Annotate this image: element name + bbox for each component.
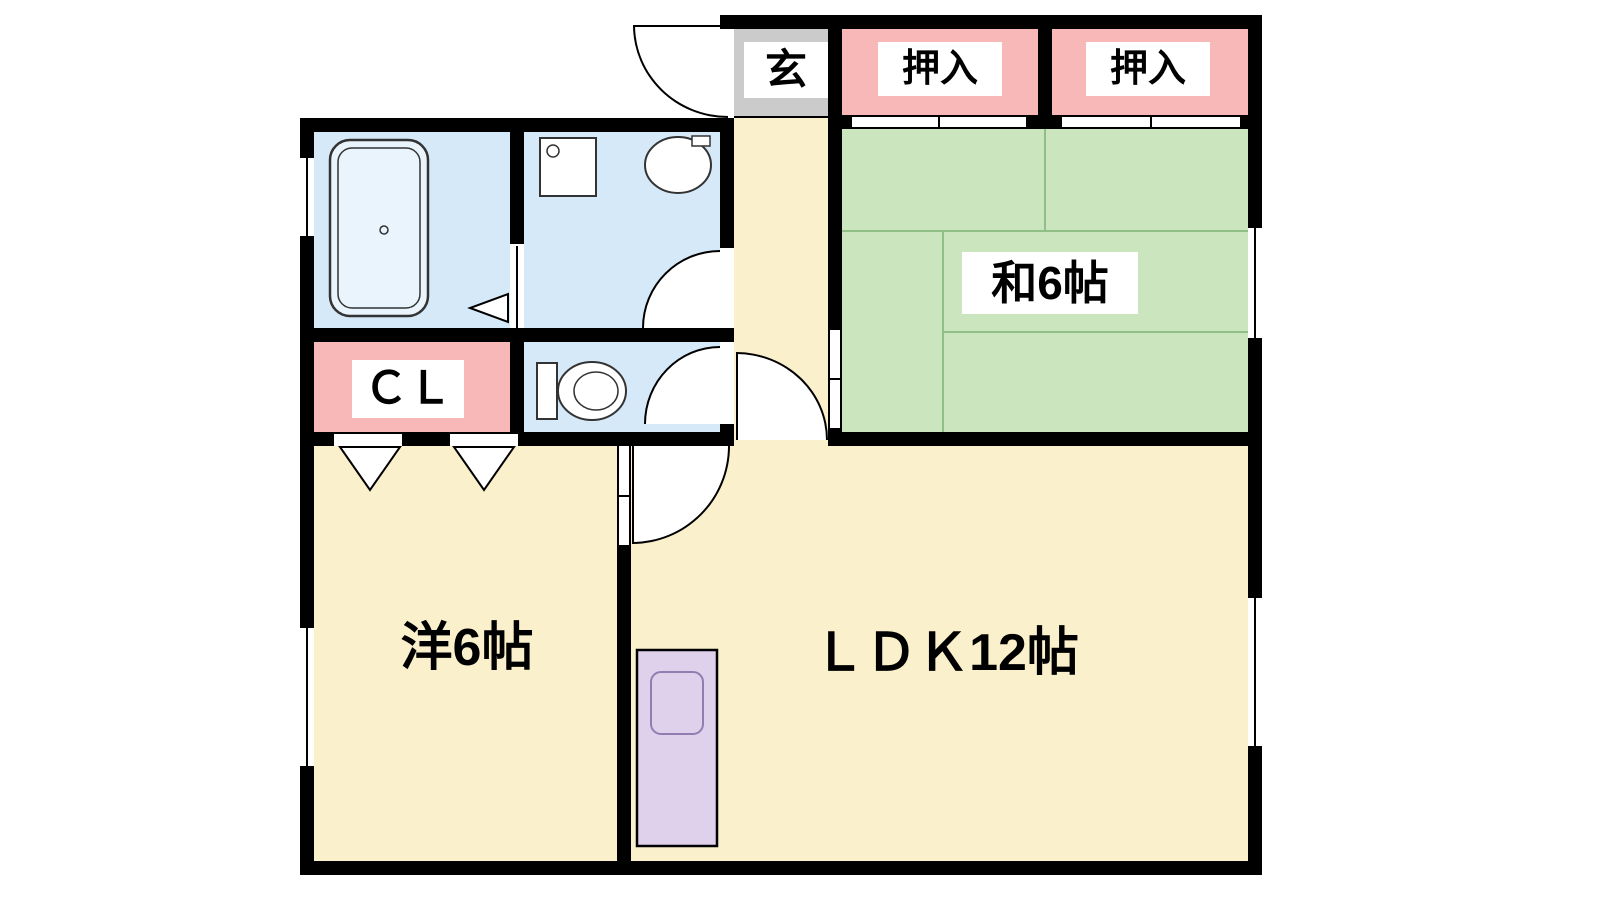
bathroom-door-line [516, 246, 518, 328]
oshiire-sliding-door [852, 115, 1026, 129]
label-western-room: 洋6帖 [400, 619, 534, 677]
wall [510, 132, 524, 244]
wall [720, 15, 1262, 29]
wall [518, 432, 734, 446]
wall [1038, 15, 1052, 129]
wall [402, 432, 450, 446]
wall [617, 545, 631, 861]
label-ldk: ＬＤＫ12帖 [813, 624, 1079, 682]
wall [300, 328, 734, 342]
wall [720, 132, 734, 248]
wall [828, 15, 842, 330]
wall [828, 428, 842, 446]
entrance-door-arc [633, 25, 728, 118]
window-symbol [1248, 596, 1262, 748]
label-oshiire-left: 押入 [878, 42, 1002, 96]
room-western [314, 446, 617, 861]
label-entrance: 玄 [744, 42, 828, 98]
wall [300, 432, 334, 446]
window-symbol [300, 626, 314, 768]
wall [300, 861, 1262, 875]
window-symbol [1248, 226, 1262, 340]
japanese-room-sliding-door [828, 330, 842, 428]
tatami-line [942, 331, 1248, 333]
room-ldk [631, 446, 1248, 861]
oshiire-sliding-door [1062, 115, 1240, 129]
closet-door-track [334, 432, 402, 434]
window-symbol [300, 156, 314, 238]
label-closet-cl: ＣＬ [352, 360, 464, 418]
wall [510, 342, 524, 432]
tatami-line [1044, 129, 1046, 232]
label-oshiire-right: 押入 [1086, 42, 1210, 96]
closet-door-track [450, 432, 518, 434]
western-room-door-gap [617, 446, 631, 545]
room-bathroom [314, 132, 510, 328]
entrance-step-line [734, 116, 828, 118]
wall [828, 432, 1262, 446]
wall [300, 118, 734, 132]
label-japanese-room: 和6帖 [962, 252, 1138, 314]
